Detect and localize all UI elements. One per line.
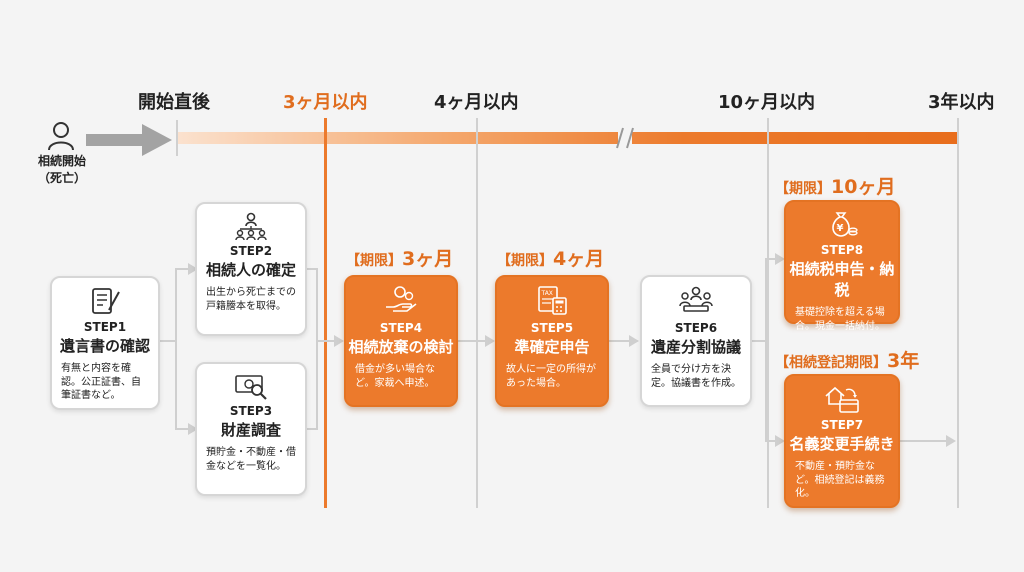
step-description: 全員で分け方を決定。協議書を作成。 [651, 364, 741, 389]
step2-card[interactable]: STEP2 相続人の確定 出生から死亡までの戸籍謄本を取得。 [195, 202, 307, 336]
timeline-break-mark [614, 124, 636, 152]
step7-card[interactable]: STEP7 名義変更手続き 不動産・預貯金など。相続登記は義務化。 [784, 374, 900, 508]
deadline-line-10-months [767, 118, 769, 508]
connector [160, 340, 176, 342]
step-number: STEP3 [229, 404, 273, 418]
deadline-value: 4ヶ月 [553, 248, 605, 270]
milestone-10-months: 10ヶ月以内 [718, 92, 816, 113]
step8-deadline: 【期限】10ヶ月 [775, 172, 895, 199]
step-title: 遺産分割協議 [650, 338, 741, 356]
money-search-icon [235, 375, 267, 400]
step-number: STEP2 [229, 244, 273, 258]
milestone-3-months: 3ヶ月以内 [283, 92, 368, 113]
connector [306, 268, 318, 270]
deadline-bracket: 【期限】 [497, 253, 553, 269]
arrowhead-icon [334, 335, 344, 347]
arrowhead-icon [485, 335, 495, 347]
connector [306, 428, 318, 430]
scroll-pen-icon [92, 288, 120, 314]
step-number: STEP4 [379, 321, 423, 335]
step-description: 出生から死亡までの戸籍謄本を取得。 [206, 287, 296, 312]
step5-deadline: 【期限】4ヶ月 [497, 244, 604, 271]
deadline-line-3-months [324, 118, 327, 508]
step-title: 名義変更手続き [789, 435, 895, 453]
svg-text:TAX: TAX [541, 290, 553, 297]
step-title: 財産調査 [220, 421, 281, 439]
step-description: 有無と内容を確認。公正証書、自筆証書など。 [61, 363, 141, 401]
step-title: 相続放棄の検討 [348, 338, 454, 356]
milestone-start: 開始直後 [138, 92, 210, 113]
deadline-bracket: 【期限】 [775, 181, 831, 197]
step6-card[interactable]: STEP6 遺産分割協議 全員で分け方を決定。協議書を作成。 [640, 275, 752, 407]
step-title: 遺言書の確認 [59, 337, 150, 355]
start-label-line2: （死亡） [37, 171, 86, 186]
step4-card[interactable]: STEP4 相続放棄の検討 借金が多い場合など。家裁へ申述。 [344, 275, 458, 407]
milestone-3-years: 3年以内 [928, 92, 995, 113]
deadline-line-3-years [957, 118, 959, 508]
step4-deadline: 【期限】3ヶ月 [346, 244, 453, 271]
step-description: 基礎控除を超える場合。現金一括納付。 [795, 307, 885, 332]
step-description: 預貯金・不動産・借金などを一覧化。 [206, 447, 296, 472]
connector [765, 440, 777, 442]
family-tree-icon [235, 212, 267, 240]
coins-hand-icon [386, 286, 417, 312]
step-number: STEP7 [820, 418, 864, 432]
start-label: 相続開始 （死亡） [30, 153, 94, 188]
arrowhead-icon [629, 335, 639, 347]
connector [175, 428, 193, 430]
start-tick [176, 120, 178, 156]
step-title: 相続人の確定 [205, 261, 296, 279]
start-arrow [86, 124, 172, 160]
connector [316, 340, 336, 342]
deadline-bracket: 【相続登記期限】 [775, 355, 887, 371]
connector [752, 340, 766, 342]
step-description: 故人に一定の所得があった場合。 [506, 364, 596, 389]
step-number: STEP1 [83, 320, 127, 334]
deadline-value: 3ヶ月 [402, 248, 454, 270]
deadline-line-4-months [476, 118, 478, 508]
person-icon [46, 120, 76, 156]
step-number: STEP8 [820, 243, 864, 257]
deadline-bracket: 【期限】 [346, 253, 402, 269]
step-title: 相続税申告・納税 [789, 260, 895, 299]
connector [765, 258, 777, 260]
step-description: 不動産・預貯金など。相続登記は義務化。 [795, 461, 885, 499]
step5-card[interactable]: TAX STEP5 準確定申告 故人に一定の所得があった場合。 [495, 275, 609, 407]
step1-card[interactable]: STEP1 遺言書の確認 有無と内容を確認。公正証書、自筆証書など。 [50, 276, 160, 410]
svg-text:¥: ¥ [837, 223, 844, 234]
milestone-4-months: 4ヶ月以内 [434, 92, 519, 113]
connector [765, 258, 767, 440]
yen-bag-icon: ¥ [832, 212, 858, 237]
arrowhead-icon [188, 423, 198, 435]
step7-deadline: 【相続登記期限】3年 [775, 346, 919, 373]
arrowhead-icon [946, 435, 956, 447]
step-title: 準確定申告 [514, 338, 590, 356]
tax-calculator-icon: TAX [538, 286, 567, 315]
meeting-icon [679, 286, 713, 312]
arrowhead-icon [775, 435, 785, 447]
step-number: STEP5 [530, 321, 574, 335]
connector [175, 268, 193, 270]
timeline-bar [176, 132, 958, 144]
step-number: STEP6 [674, 321, 718, 335]
start-label-line1: 相続開始 [37, 154, 86, 168]
connector [175, 268, 177, 430]
step-description: 借金が多い場合など。家裁へ申述。 [355, 364, 435, 389]
step8-card[interactable]: ¥ STEP8 相続税申告・納税 基礎控除を超える場合。現金一括納付。 [784, 200, 900, 332]
deadline-value: 3年 [887, 350, 920, 372]
connector [458, 340, 488, 342]
connector [900, 440, 948, 442]
house-card-icon [825, 386, 859, 413]
arrowhead-icon [775, 253, 785, 265]
step3-card[interactable]: STEP3 財産調査 預貯金・不動産・借金などを一覧化。 [195, 362, 307, 496]
connector [609, 340, 632, 342]
deadline-value: 10ヶ月 [831, 176, 896, 198]
connector [316, 268, 318, 430]
arrowhead-icon [188, 263, 198, 275]
